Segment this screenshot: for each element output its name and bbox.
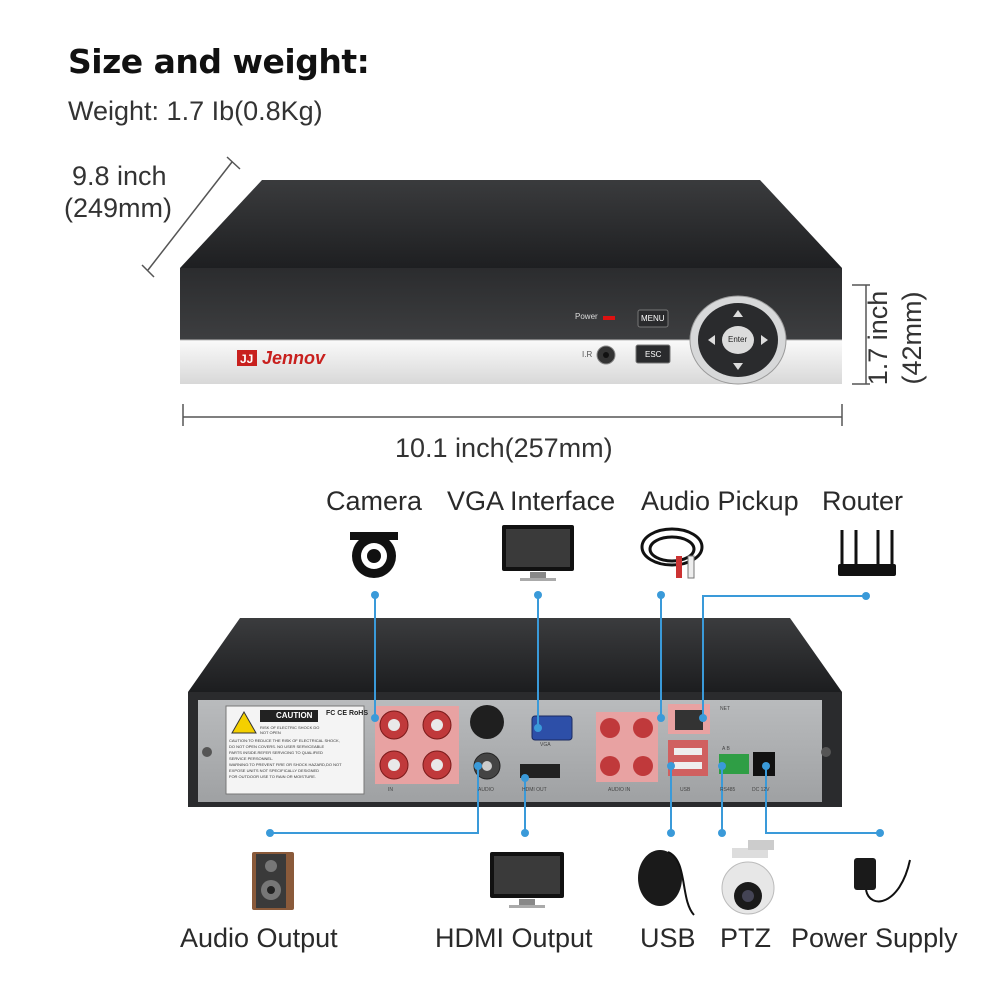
- label-hdmi-output: HDMI Output: [435, 923, 593, 953]
- depth-mm-label: (249mm): [64, 193, 173, 223]
- depth-inch-label: 9.8 inch: [72, 161, 167, 191]
- height-dimension-line: [852, 284, 870, 385]
- dvr-rear: [188, 618, 842, 807]
- width-dimension-line: [182, 404, 843, 426]
- svg-text:JJ: JJ: [240, 352, 253, 366]
- label-router: Router: [822, 486, 904, 516]
- label-usb: USB: [640, 923, 696, 953]
- esc-button[interactable]: ESC: [645, 350, 662, 359]
- connector-dots: [266, 591, 884, 837]
- power-indicator-label: Power: [575, 312, 598, 321]
- ir-sensor-label: I.R: [582, 350, 593, 359]
- label-camera: Camera: [326, 486, 423, 516]
- width-label: 10.1 inch(257mm): [395, 433, 613, 463]
- port-label-vga: VGA: [540, 742, 551, 748]
- caution-sub: RISK OF ELECTRIC SHOCK DO NOT OPEN: [260, 725, 320, 735]
- page-title: Size and weight:: [68, 42, 370, 81]
- port-label-usb: USB: [680, 787, 691, 793]
- mouse-icon: [638, 850, 695, 916]
- port-label-hdmi: HDMI OUT: [522, 787, 547, 793]
- cert-marks: FC CE RoHS: [326, 710, 368, 717]
- monitor-icon: [502, 525, 574, 581]
- speaker-icon: [252, 852, 294, 910]
- label-audio-output: Audio Output: [180, 923, 338, 953]
- depth-dimension-line: [141, 156, 241, 278]
- ptz-camera-icon: [721, 840, 775, 915]
- connector-lines: [270, 595, 880, 834]
- dvr-front: JJ: [180, 180, 842, 385]
- port-label-net: NET: [720, 706, 730, 712]
- port-label-audio-in: AUDIO IN: [608, 787, 631, 793]
- port-label-audio-out: AUDIO: [478, 787, 494, 793]
- brand-logo: Jennov: [262, 348, 326, 368]
- label-audio-pickup: Audio Pickup: [641, 486, 799, 516]
- camera-icon: [350, 532, 398, 578]
- menu-button[interactable]: MENU: [641, 314, 665, 323]
- caution-title: CAUTION: [276, 711, 313, 720]
- power-adapter-icon: [854, 858, 911, 903]
- weight-text: Weight: 1.7 Ib(0.8Kg): [68, 96, 323, 126]
- warning-text: CAUTION:TO REDUCE THE RISK OF ELECTRICAL…: [229, 738, 342, 779]
- port-label-rs485: RS485: [720, 787, 736, 793]
- port-label-video-in: IN: [388, 787, 393, 793]
- monitor-icon: [490, 852, 564, 908]
- router-icon: [838, 530, 896, 576]
- port-label-dc: DC 12V: [752, 787, 770, 793]
- audio-cable-icon: [640, 527, 704, 579]
- label-power-supply: Power Supply: [791, 923, 958, 953]
- enter-button[interactable]: Enter: [728, 335, 748, 344]
- label-ptz: PTZ: [720, 923, 771, 953]
- label-vga-interface: VGA Interface: [447, 486, 616, 516]
- port-label-ab: A B: [722, 746, 730, 752]
